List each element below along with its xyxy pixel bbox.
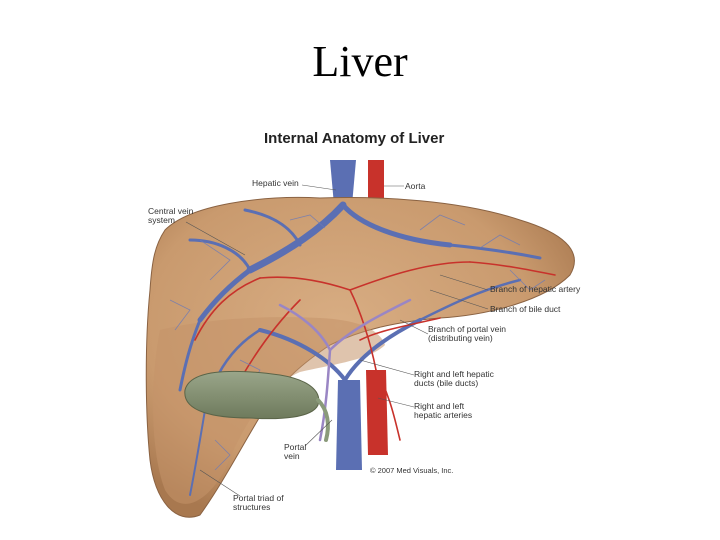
gallbladder bbox=[184, 370, 320, 420]
bile-ducts bbox=[278, 298, 412, 442]
label-hepatic-vein: Hepatic vein bbox=[252, 178, 299, 188]
label-aorta: Aorta bbox=[405, 181, 426, 191]
hepatic-vein-trunk bbox=[330, 160, 356, 205]
label-hepatic-ducts-1: Right and left hepatic bbox=[414, 369, 494, 379]
label-branch-bile-duct: Branch of bile duct bbox=[490, 304, 561, 314]
label-portal-vein-2: vein bbox=[284, 451, 300, 461]
aorta-top bbox=[368, 160, 384, 205]
fine-network bbox=[169, 214, 546, 471]
label-hepatic-arteries-1: Right and left bbox=[414, 401, 465, 411]
label-hepatic-ducts-2: ducts (bile ducts) bbox=[414, 378, 479, 388]
label-branch-hepatic-artery: Branch of hepatic artery bbox=[490, 284, 581, 294]
label-hepatic-arteries-2: hepatic arteries bbox=[414, 410, 473, 420]
aorta-bottom bbox=[366, 370, 388, 455]
arterial-branches bbox=[194, 261, 556, 441]
figure-title: Internal Anatomy of Liver bbox=[264, 130, 445, 147]
slide-title: Liver bbox=[312, 37, 408, 86]
common-bile-duct bbox=[316, 398, 330, 442]
label-central-vein-1: Central vein bbox=[148, 206, 194, 216]
label-branch-portal-vein-1: Branch of portal vein bbox=[428, 324, 506, 334]
label-portal-triad-1: Portal triad of bbox=[233, 493, 284, 503]
leader-lines bbox=[185, 184, 489, 497]
label-portal-vein-1: Portal bbox=[284, 442, 307, 452]
portal-vein-trunk bbox=[336, 380, 362, 470]
venous-branches bbox=[178, 201, 542, 496]
label-central-vein-2: system bbox=[148, 215, 175, 225]
copyright-notice: © 2007 Med Visuals, Inc. bbox=[370, 466, 454, 475]
label-portal-triad-2: structures bbox=[233, 502, 271, 512]
label-branch-portal-vein-2: (distributing vein) bbox=[428, 333, 493, 343]
